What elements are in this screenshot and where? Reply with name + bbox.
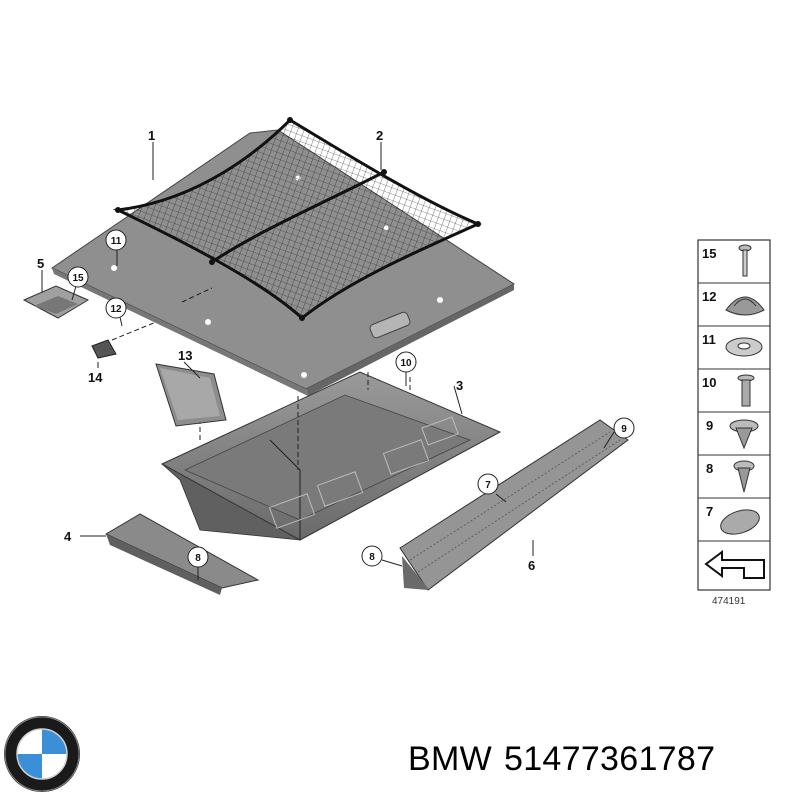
side-trim	[104, 513, 260, 595]
sill-trim	[399, 419, 629, 591]
legend-label-7: 7	[706, 504, 713, 519]
push-clip-icon	[737, 374, 755, 407]
circled-callout-8-trim: 8	[187, 546, 209, 568]
circled-callout-7: 7	[477, 473, 499, 495]
circled-callout-11: 11	[105, 229, 127, 251]
plug-icon	[720, 509, 760, 535]
cover-panel	[155, 363, 227, 427]
svg-text:10: 10	[400, 358, 412, 369]
footer-part-info: BMW 51477361787	[408, 740, 727, 779]
legend-label-11: 11	[702, 332, 716, 347]
part-number: 51477361787	[504, 740, 716, 778]
legend-label-10: 10	[702, 375, 716, 390]
callout-4: 4	[64, 529, 72, 544]
bracket	[22, 285, 90, 319]
installation-arrow-icon	[704, 550, 765, 579]
svg-text:8: 8	[195, 553, 201, 564]
circled-callout-12: 12	[105, 297, 127, 319]
svg-text:12: 12	[110, 304, 122, 315]
callout-14: 14	[88, 370, 103, 385]
reference-number: 474191	[712, 596, 746, 607]
small-pad	[91, 339, 117, 359]
rivet-icon	[733, 460, 755, 493]
panel-handle	[369, 311, 411, 339]
fastener-legend: 15 12 11 10 9 8 7	[697, 239, 771, 591]
bmw-logo	[4, 716, 80, 792]
legend-label-12: 12	[702, 289, 716, 304]
screw-icon	[738, 244, 752, 277]
circled-callout-9: 9	[613, 417, 635, 439]
legend-label-15: 15	[702, 246, 716, 261]
brand-name: BMW	[408, 740, 492, 778]
clip-nut-icon	[725, 296, 765, 316]
legend-label-8: 8	[706, 461, 713, 476]
storage-tray	[160, 371, 502, 541]
callout-1: 1	[148, 128, 155, 143]
svg-text:9: 9	[621, 424, 627, 435]
circled-callout-10: 10	[395, 351, 417, 373]
callout-5: 5	[37, 256, 44, 271]
cargo-net	[112, 117, 482, 321]
svg-text:11: 11	[111, 236, 122, 247]
callout-3: 3	[456, 378, 463, 393]
svg-text:8: 8	[369, 552, 375, 563]
expanding-rivet-icon	[729, 419, 759, 450]
callout-6: 6	[528, 558, 535, 573]
callout-2: 2	[376, 128, 383, 143]
callout-13: 13	[178, 348, 192, 363]
svg-text:15: 15	[72, 273, 84, 284]
grommet-icon	[725, 337, 763, 357]
circled-callout-15: 15	[67, 266, 89, 288]
circled-callout-8-sill: 8	[361, 545, 383, 567]
svg-text:7: 7	[485, 480, 491, 491]
legend-label-9: 9	[706, 418, 713, 433]
